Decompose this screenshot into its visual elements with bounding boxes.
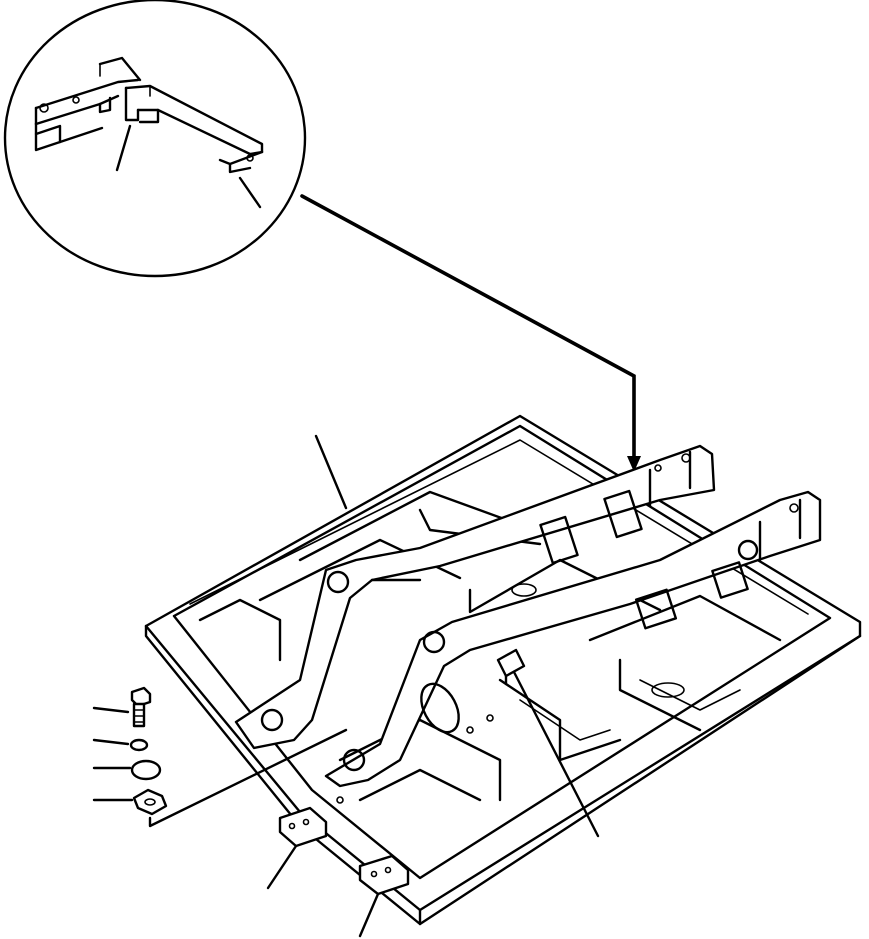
- boom-support-arm-left: [234, 444, 716, 750]
- hardware-stack: [129, 686, 168, 816]
- leader-lines: [92, 434, 600, 938]
- hex-bolt: [130, 686, 152, 728]
- rear-bracket-left: [278, 806, 328, 848]
- rear-bracket-right: [358, 854, 410, 896]
- lock-washer: [129, 738, 149, 752]
- cover-plate: [496, 648, 526, 686]
- mounting-flange-plate: [132, 788, 168, 816]
- detail-beam-assembly: [34, 56, 264, 174]
- leader-washer: [92, 738, 130, 746]
- leader-frame: [314, 434, 348, 510]
- leader-cover-plate: [512, 670, 600, 838]
- detail-leader-2: [238, 176, 262, 209]
- leader-bracket-left: [266, 844, 298, 890]
- detail-magnifier: [3, 0, 307, 278]
- leader-bolt: [92, 706, 130, 714]
- shim-plate: [130, 759, 162, 781]
- leader-flange-to-bracket: [148, 728, 348, 828]
- detail-leader-1: [115, 124, 132, 172]
- boom-support-arm-right: [324, 490, 822, 788]
- detail-magnifier-circle: [3, 0, 307, 278]
- detail-pointer-arrow: [300, 194, 641, 472]
- leader-bracket-right: [358, 892, 380, 938]
